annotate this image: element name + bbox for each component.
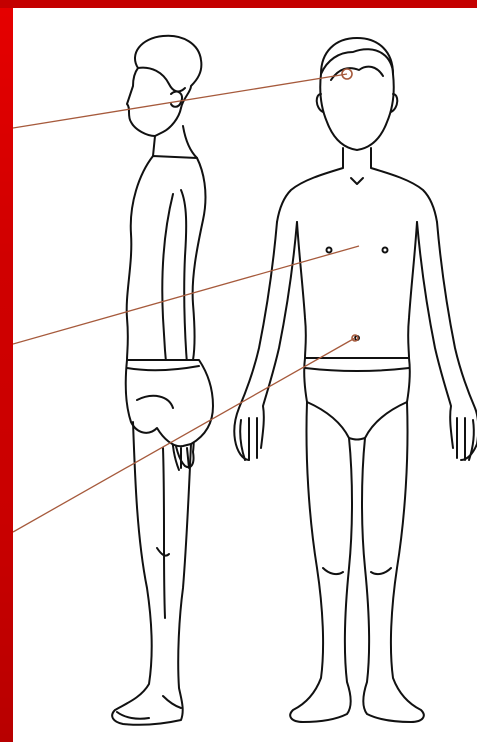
front-collar (351, 178, 363, 184)
front-arm-right (417, 222, 477, 460)
side-view-figure (112, 36, 213, 725)
front-leg-left (290, 402, 352, 722)
side-leg-back (157, 448, 169, 618)
front-leg-right (362, 402, 424, 722)
side-foot-detail (117, 696, 181, 719)
front-arm-left (234, 222, 297, 460)
front-view-figure (234, 38, 477, 722)
side-leg-front (112, 422, 191, 725)
side-head (127, 36, 201, 136)
front-hand-right (457, 418, 474, 460)
front-nipple-right (383, 248, 388, 253)
left-red-border (0, 0, 13, 742)
side-torso (127, 156, 206, 360)
front-nipple-left (327, 248, 332, 253)
top-red-border (0, 0, 477, 8)
front-hand-left (240, 418, 257, 460)
body-outline-figure (13, 8, 477, 742)
front-knees (323, 568, 391, 574)
front-torso-sides (297, 222, 417, 358)
